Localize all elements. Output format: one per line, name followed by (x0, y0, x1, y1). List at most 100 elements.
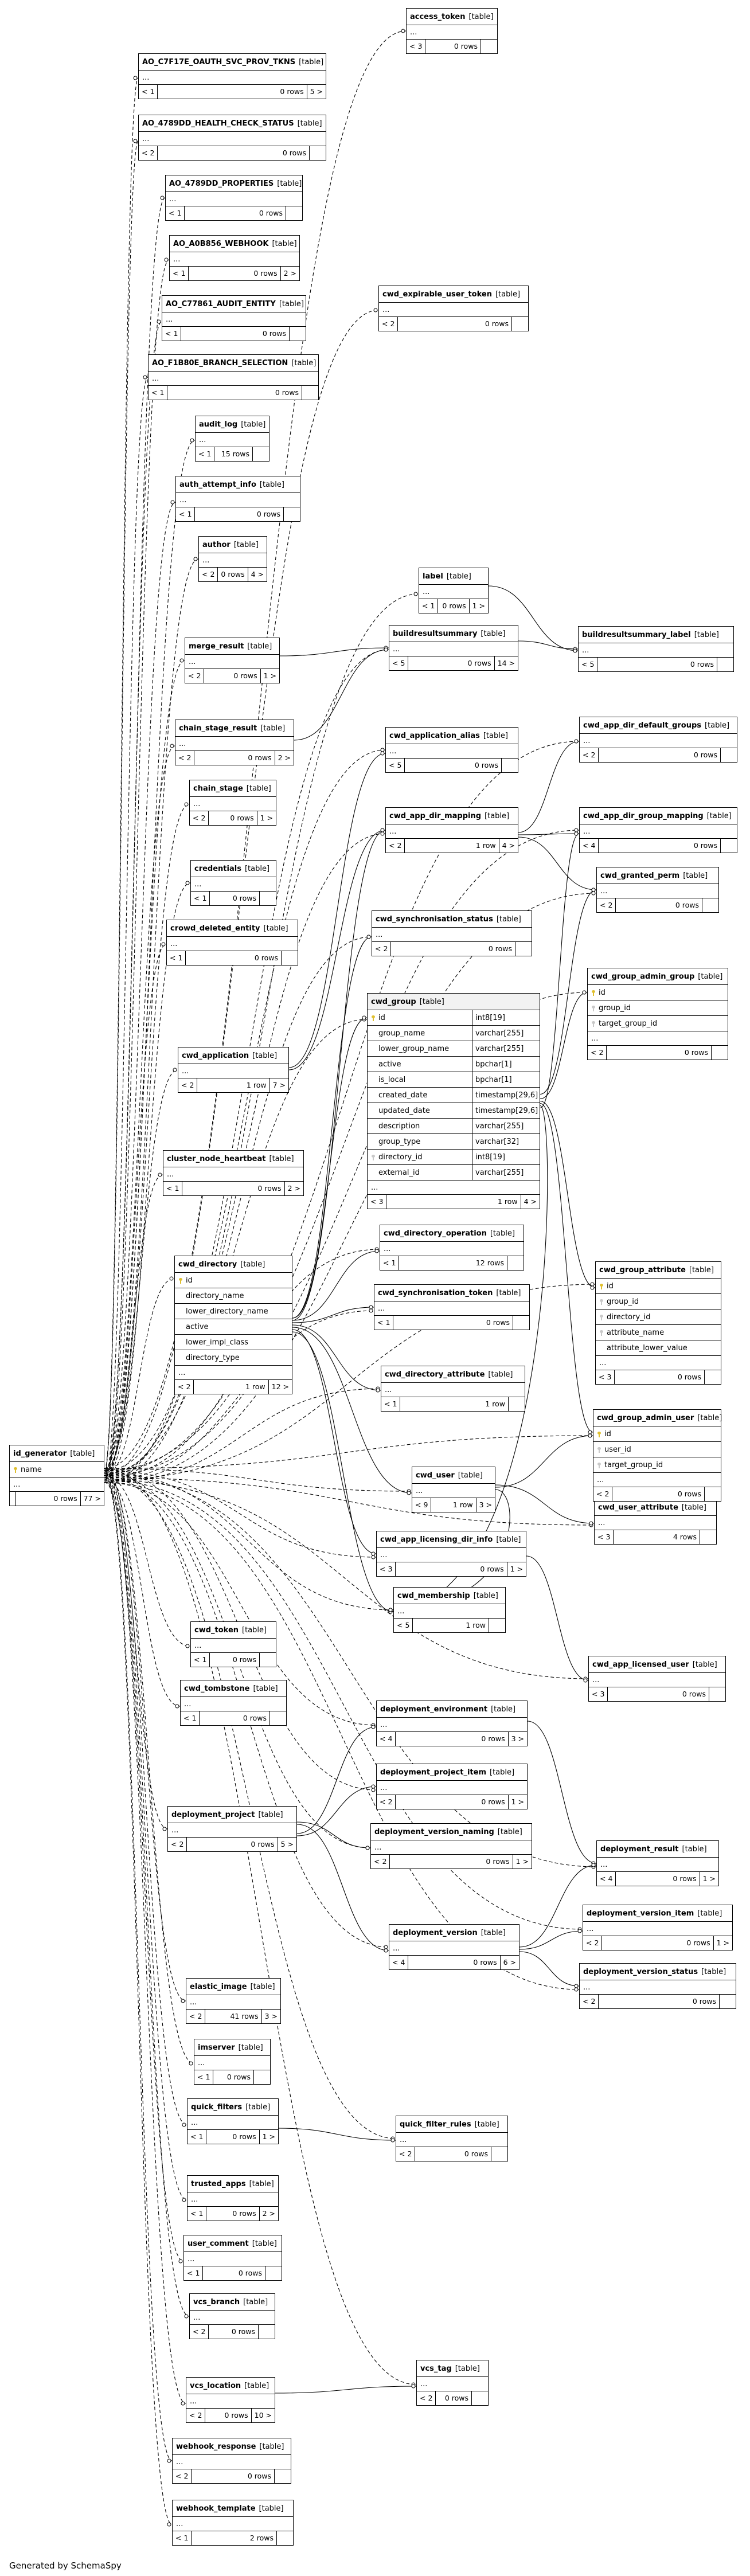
child-count[interactable] (286, 206, 302, 220)
child-count[interactable] (721, 839, 737, 853)
column-row[interactable]: directory_name (175, 1288, 292, 1304)
child-count[interactable] (512, 317, 528, 331)
parent-count[interactable]: < 1 (419, 599, 439, 613)
table-name[interactable]: AO_4789DD_PROPERTIES (169, 179, 274, 188)
child-count[interactable] (721, 748, 737, 762)
table-header[interactable]: cwd_tombstone[table] (181, 1680, 286, 1697)
table-name[interactable]: id_generator (13, 1449, 67, 1458)
table-name[interactable]: cwd_synchronisation_token (378, 1288, 493, 1297)
child-count[interactable] (720, 1995, 736, 2008)
parent-count[interactable]: < 2 (588, 1046, 607, 1060)
child-count[interactable] (502, 759, 518, 772)
table-name[interactable]: auth_attempt_info (179, 480, 256, 489)
parent-count[interactable]: < 4 (377, 1732, 396, 1746)
table-name[interactable]: cwd_token (194, 1625, 239, 1635)
table-name[interactable]: quick_filters (191, 2102, 243, 2112)
column-row[interactable]: lower_directory_name (175, 1304, 292, 1319)
parent-count[interactable]: < 3 (368, 1195, 387, 1209)
table-ao-4789dd-health-check-status[interactable]: AO_4789DD_HEALTH_CHECK_STATUS[table]...<… (138, 115, 326, 161)
column-row[interactable]: directory_id (596, 1310, 721, 1325)
parent-count[interactable]: < 2 (175, 751, 195, 765)
table-header[interactable]: webhook_response[table] (173, 2438, 291, 2455)
table-name[interactable]: cwd_expirable_user_token (382, 290, 492, 299)
table-name[interactable]: deployment_version_status (583, 1967, 698, 1976)
parent-count[interactable]: < 4 (597, 1872, 616, 1886)
table-name[interactable]: crowd_deleted_entity (170, 924, 260, 933)
column-row[interactable]: user_id (593, 1442, 721, 1457)
table-header[interactable]: vcs_tag[table] (417, 2360, 488, 2377)
child-count[interactable]: 3 > (511, 1734, 524, 1743)
table-header[interactable]: cwd_app_licensing_dir_info[table] (377, 1531, 526, 1548)
table-header[interactable]: AO_F1B80E_BRANCH_SELECTION[table] (149, 355, 318, 372)
parent-count[interactable]: < 2 (417, 2391, 436, 2405)
child-count[interactable] (513, 1316, 529, 1330)
parent-count[interactable]: < 2 (185, 669, 205, 683)
child-count[interactable]: 1 > (262, 2132, 275, 2141)
table-name[interactable]: credentials (194, 864, 241, 873)
parent-count[interactable]: < 1 (380, 1256, 400, 1270)
table-name[interactable]: vcs_location (190, 2381, 241, 2390)
table-header[interactable]: deployment_environment[table] (377, 1701, 527, 1718)
parent-count[interactable]: < 2 (386, 839, 405, 853)
child-count[interactable]: 1 > (515, 1856, 529, 1866)
table-name[interactable]: chain_stage (193, 784, 243, 793)
table-name[interactable]: cwd_group_admin_group (591, 972, 695, 981)
table-name[interactable]: cwd_directory (178, 1260, 237, 1269)
parent-count[interactable]: < 5 (389, 656, 409, 670)
table-header[interactable]: auth_attempt_info[table] (176, 476, 300, 493)
table-name[interactable]: cluster_node_heartbeat (167, 1154, 266, 1163)
child-count[interactable]: 2 > (278, 753, 291, 762)
parent-count[interactable]: < 2 (175, 1380, 194, 1394)
child-count[interactable] (265, 2266, 282, 2280)
child-count[interactable] (515, 942, 532, 956)
column-row[interactable]: id (593, 1426, 721, 1442)
child-count[interactable] (509, 1397, 525, 1411)
parent-count[interactable]: < 2 (173, 2469, 192, 2483)
parent-count[interactable]: < 1 (139, 85, 158, 99)
table-name[interactable]: deployment_project (171, 1810, 255, 1819)
parent-count[interactable]: < 3 (595, 1530, 614, 1544)
table-header[interactable]: merge_result[table] (185, 638, 279, 655)
table-name[interactable]: cwd_application (182, 1051, 249, 1060)
child-count[interactable] (282, 951, 298, 965)
child-count[interactable] (290, 327, 306, 341)
parent-count[interactable]: < 1 (166, 206, 185, 220)
parent-count[interactable]: < 2 (583, 1936, 603, 1950)
column-row[interactable]: name (10, 1462, 104, 1477)
parent-count[interactable]: < 1 (176, 507, 196, 521)
table-header[interactable]: id_generator[table] (10, 1445, 104, 1462)
parent-count[interactable]: < 1 (167, 951, 186, 965)
table-header[interactable]: chain_stage_result[table] (175, 720, 294, 737)
parent-count[interactable]: < 2 (186, 2010, 206, 2023)
child-count[interactable] (700, 1530, 716, 1544)
column-row[interactable]: id (175, 1273, 292, 1288)
table-header[interactable]: deployment_version[table] (389, 1925, 519, 1941)
column-row[interactable]: attribute_lower_value (596, 1340, 721, 1356)
table-name[interactable]: deployment_project_item (380, 1768, 486, 1777)
table-header[interactable]: user_comment[table] (184, 2235, 282, 2252)
table-header[interactable]: deployment_result[table] (597, 1841, 718, 1858)
child-count[interactable] (259, 2325, 275, 2339)
child-count[interactable] (310, 146, 326, 160)
